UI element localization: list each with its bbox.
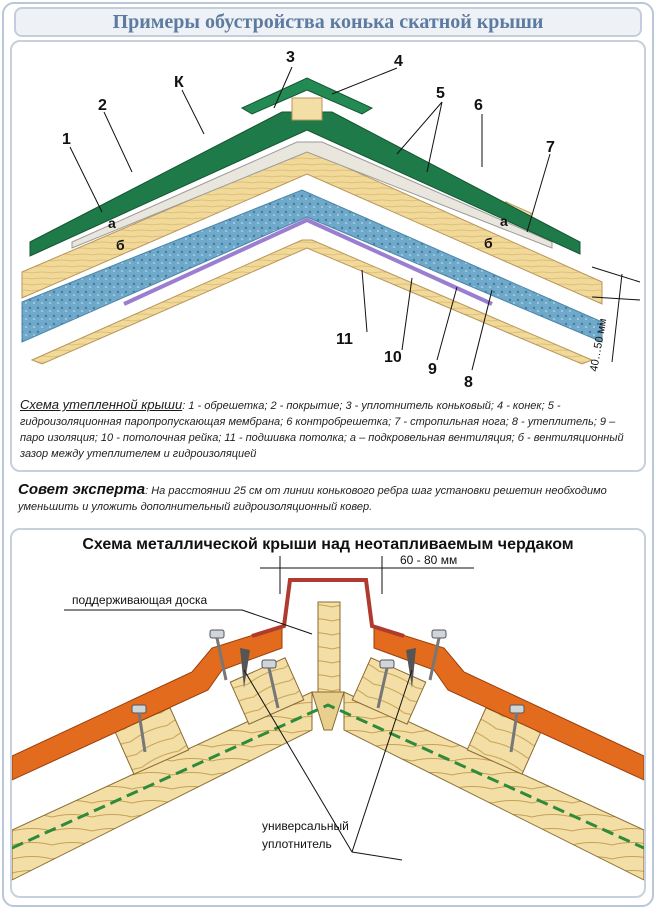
ridge-gap-dimension: 60 - 80 мм: [400, 553, 457, 567]
left-rafter: [12, 691, 313, 881]
label-a-right: а: [500, 213, 508, 229]
legend: Схема утепленной крыши: 1 - обрешетка; 2…: [20, 397, 632, 462]
right-sealant: [406, 648, 416, 688]
label-2: 2: [98, 97, 107, 114]
label-a-left: а: [108, 215, 116, 231]
vapor-barrier: [123, 217, 493, 306]
label-7: 7: [546, 139, 555, 156]
membrane-line: [12, 703, 644, 850]
insulated-roof-diagram: 40…50 мм 1 2 К 3 4 5 6 7 11 10 9 8 а б а…: [10, 40, 646, 472]
label-b-left: б: [116, 237, 125, 253]
right-rafter: [343, 691, 644, 881]
label-11: 11: [336, 331, 353, 348]
sealant-label-line1: универсальный: [262, 819, 349, 833]
ridge-sealant: [291, 97, 323, 121]
legend-text: : 1 - обрешетка; 2 - покрытие; 3 - уплот…: [20, 400, 624, 460]
label-k: К: [174, 74, 184, 91]
support-board: [317, 601, 341, 693]
expert-caption: Совет эксперта: [18, 481, 146, 498]
metal-covering: [29, 111, 581, 257]
sealant-label-line2: уплотнитель: [262, 837, 332, 851]
label-8: 8: [464, 374, 473, 391]
label-3: 3: [286, 49, 295, 66]
ridge-cap: [251, 578, 405, 638]
label-4: 4: [394, 53, 403, 70]
label-b-right: б: [484, 235, 493, 251]
insulated-roof-svg: 40…50 мм 1 2 К 3 4 5 6 7 11 10 9 8 а б а…: [21, 49, 641, 391]
left-metal-tile: [12, 625, 283, 781]
metal-roof-title: Схема металлической крыши над неотаплива…: [82, 536, 574, 553]
expert-text: : На расстоянии 25 см от линии коньковог…: [18, 485, 607, 513]
sealant-leaders: [243, 669, 413, 861]
title-bar: Примеры обустройства конька скатной крыш…: [14, 7, 642, 37]
right-metal-tile: [373, 625, 644, 781]
label-9: 9: [428, 361, 437, 378]
right-batten-upper: [351, 657, 427, 725]
page-title: Примеры обустройства конька скатной крыш…: [112, 11, 544, 33]
left-sealant: [240, 648, 250, 688]
label-5: 5: [436, 85, 445, 102]
label-6: 6: [474, 97, 483, 114]
ridge-cap: [240, 77, 374, 115]
ceiling-lining: [30, 239, 594, 365]
support-board-leader: [64, 609, 313, 635]
membrane: [71, 141, 553, 249]
dimension-lines: [260, 556, 474, 594]
label-10: 10: [384, 349, 402, 366]
left-batten-upper: [229, 657, 305, 725]
legend-caption: Схема утепленной крыши: [20, 397, 183, 412]
support-board-label: поддерживающая доска: [72, 593, 207, 607]
label-1: 1: [62, 131, 71, 148]
insulation-layer: [21, 189, 603, 343]
metal-roof-diagram: Схема металлической крыши над неотаплива…: [10, 528, 646, 898]
screws: [131, 629, 525, 753]
expert-tip: Совет эксперта: На расстоянии 25 см от л…: [18, 482, 642, 515]
metal-roof-svg: 60 - 80 мм поддерживающая доска универса…: [12, 553, 644, 881]
